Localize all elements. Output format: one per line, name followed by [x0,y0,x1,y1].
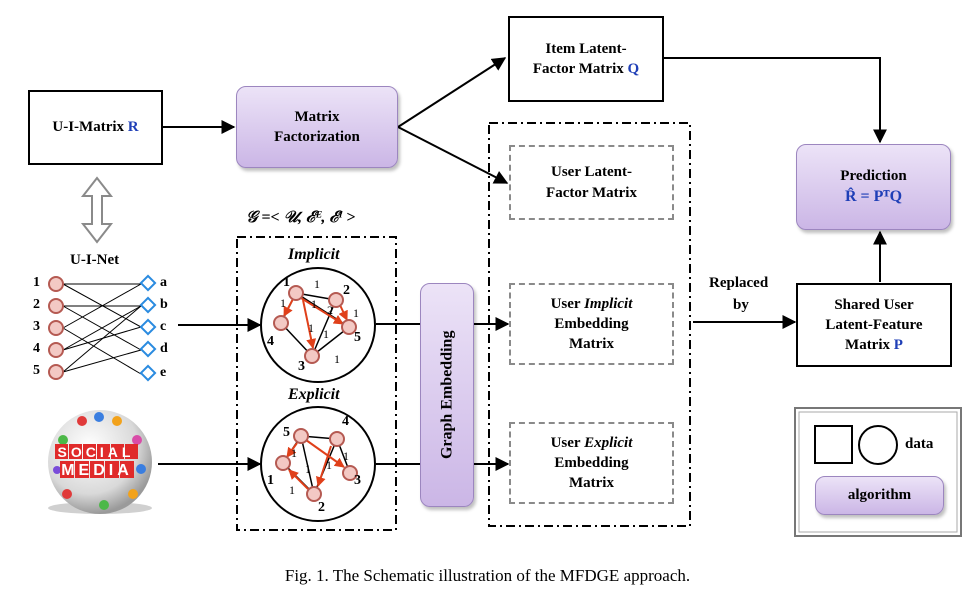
implicit-edge-weight: 1 [280,296,286,310]
item-node-label: c [160,319,167,334]
replaced-by-line1: Replaced [709,275,769,291]
implicit-edge-weight: 1 [308,321,314,335]
user-node-label: 5 [33,363,40,378]
mf-line1: Matrix [294,108,340,125]
user-node-label: 3 [33,319,40,334]
legend-square-icon [814,425,853,464]
item-latent-factor-box: Item Latent- Factor Matrix Q [508,16,664,102]
ui-matrix-box: U-I-Matrix R [28,90,163,165]
figure-caption: Fig. 1. The Schematic illustration of th… [284,566,691,585]
legend-circle-icon [858,425,898,465]
explicit-edge-weight: 1 [291,446,297,460]
double-arrow-icon [80,176,114,244]
legend-data-label: data [905,436,934,452]
item-node-label: d [160,341,168,356]
implicit-graph-nodes [273,285,357,364]
shared-user-line2: Latent-Feature [825,316,923,333]
explicit-edge-weight: 1 [289,483,295,497]
implicit-edge-weight: 1 [311,297,317,311]
explicit-edge-weight: 1 [343,449,349,463]
explicit-node-label: 5 [283,425,290,440]
ui-matrix-symbol: R [127,119,139,136]
legend-algorithm-label: algorithm [847,487,912,504]
item-node-label: e [160,365,167,380]
user-node-label: 1 [33,275,40,290]
user-explicit-line1b: Explicit [584,434,633,451]
graph-embedding-label: Graph Embedding [438,330,456,460]
user-explicit-line1a: User [550,434,585,451]
user-explicit-line2: Embedding [554,454,629,471]
ui-net-edges [62,283,142,375]
user-latent-line1: User Latent- [551,164,632,181]
social-media-line1: SOCIAL [58,444,135,460]
shared-user-line1: Shared User [834,296,914,313]
graph-group-frame [236,236,397,531]
user-latent-line2: Factor Matrix [546,184,637,201]
prediction-line1: Prediction [840,168,907,185]
user-matrix-group-frame [488,122,691,527]
user-implicit-line1b: Implicit [584,295,633,312]
implicit-edge-weight: 1 [353,306,359,320]
social-media-tiles [55,444,138,478]
ui-net-label: U-I-Net [70,252,120,268]
implicit-node-label: 3 [298,359,305,374]
implicit-node-label: 2 [343,283,350,298]
graph-embedding-box: Graph Embedding [420,283,474,507]
prediction-box: Prediction R̂ = PᵀQ [796,144,951,230]
user-implicit-line2: Embedding [554,315,629,332]
implicit-edge-weight: 1 [314,277,320,291]
explicit-graph-red-edges [286,439,345,490]
implicit-edge-weight: 1 [323,327,329,341]
explicit-node-label: 4 [342,414,349,429]
implicit-graph-title: Implicit [288,246,340,263]
arrow-mf-to-user [397,126,509,184]
explicit-graph-nodes [275,428,358,502]
item-node-label: b [160,297,168,312]
arrow-item-to-prediction [664,57,887,144]
implicit-node-label: 5 [354,330,361,345]
explicit-node-label: 2 [318,500,325,515]
user-explicit-line3: Matrix [569,475,614,492]
user-node-label: 2 [33,297,40,312]
ui-net-user-nodes [48,276,64,380]
explicit-graph-circle [260,406,376,522]
shared-user-symbol: P [893,337,903,354]
user-latent-factor-box: User Latent- Factor Matrix [509,145,674,220]
explicit-edge-weight: 1 [305,462,311,476]
legend-algorithm-box: algorithm [815,476,944,515]
item-latent-symbol: Q [627,61,640,77]
shared-user-line3: Matrix [845,337,894,354]
implicit-edge-weight: 1 [334,352,340,366]
item-latent-line1: Item Latent- [545,40,627,57]
implicit-node-label: 4 [267,334,274,349]
ui-net-item-nodes [139,274,157,382]
user-node-label: 4 [33,341,40,356]
mf-line2: Factorization [274,129,360,145]
item-latent-line2: Factor Matrix [532,61,628,77]
user-implicit-line3: Matrix [569,336,614,353]
legend-frame-inner [798,411,958,533]
replaced-by-line2: by [733,297,749,313]
user-implicit-line1a: User [550,295,585,312]
implicit-graph-red-edges [283,297,348,349]
item-node-label: a [160,275,167,290]
implicit-edge-weight: 2 [327,303,333,317]
arrow-mf-to-item [397,57,507,128]
explicit-node-label: 3 [354,473,361,488]
explicit-node-label: 1 [267,473,274,488]
social-media-line2: MEDIA [61,462,133,479]
explicit-edge-weight: 1 [326,458,332,472]
ui-matrix-label: U-I-Matrix [52,119,128,136]
social-media-small-icons [53,412,146,510]
explicit-graph-title: Explicit [288,386,340,403]
implicit-node-label: 1 [283,275,290,290]
graph-definition: 𝒢 =< 𝒰, ℰᴱ, ℰᴵ > [246,209,356,226]
prediction-formula: R̂ = PᵀQ [844,188,903,206]
